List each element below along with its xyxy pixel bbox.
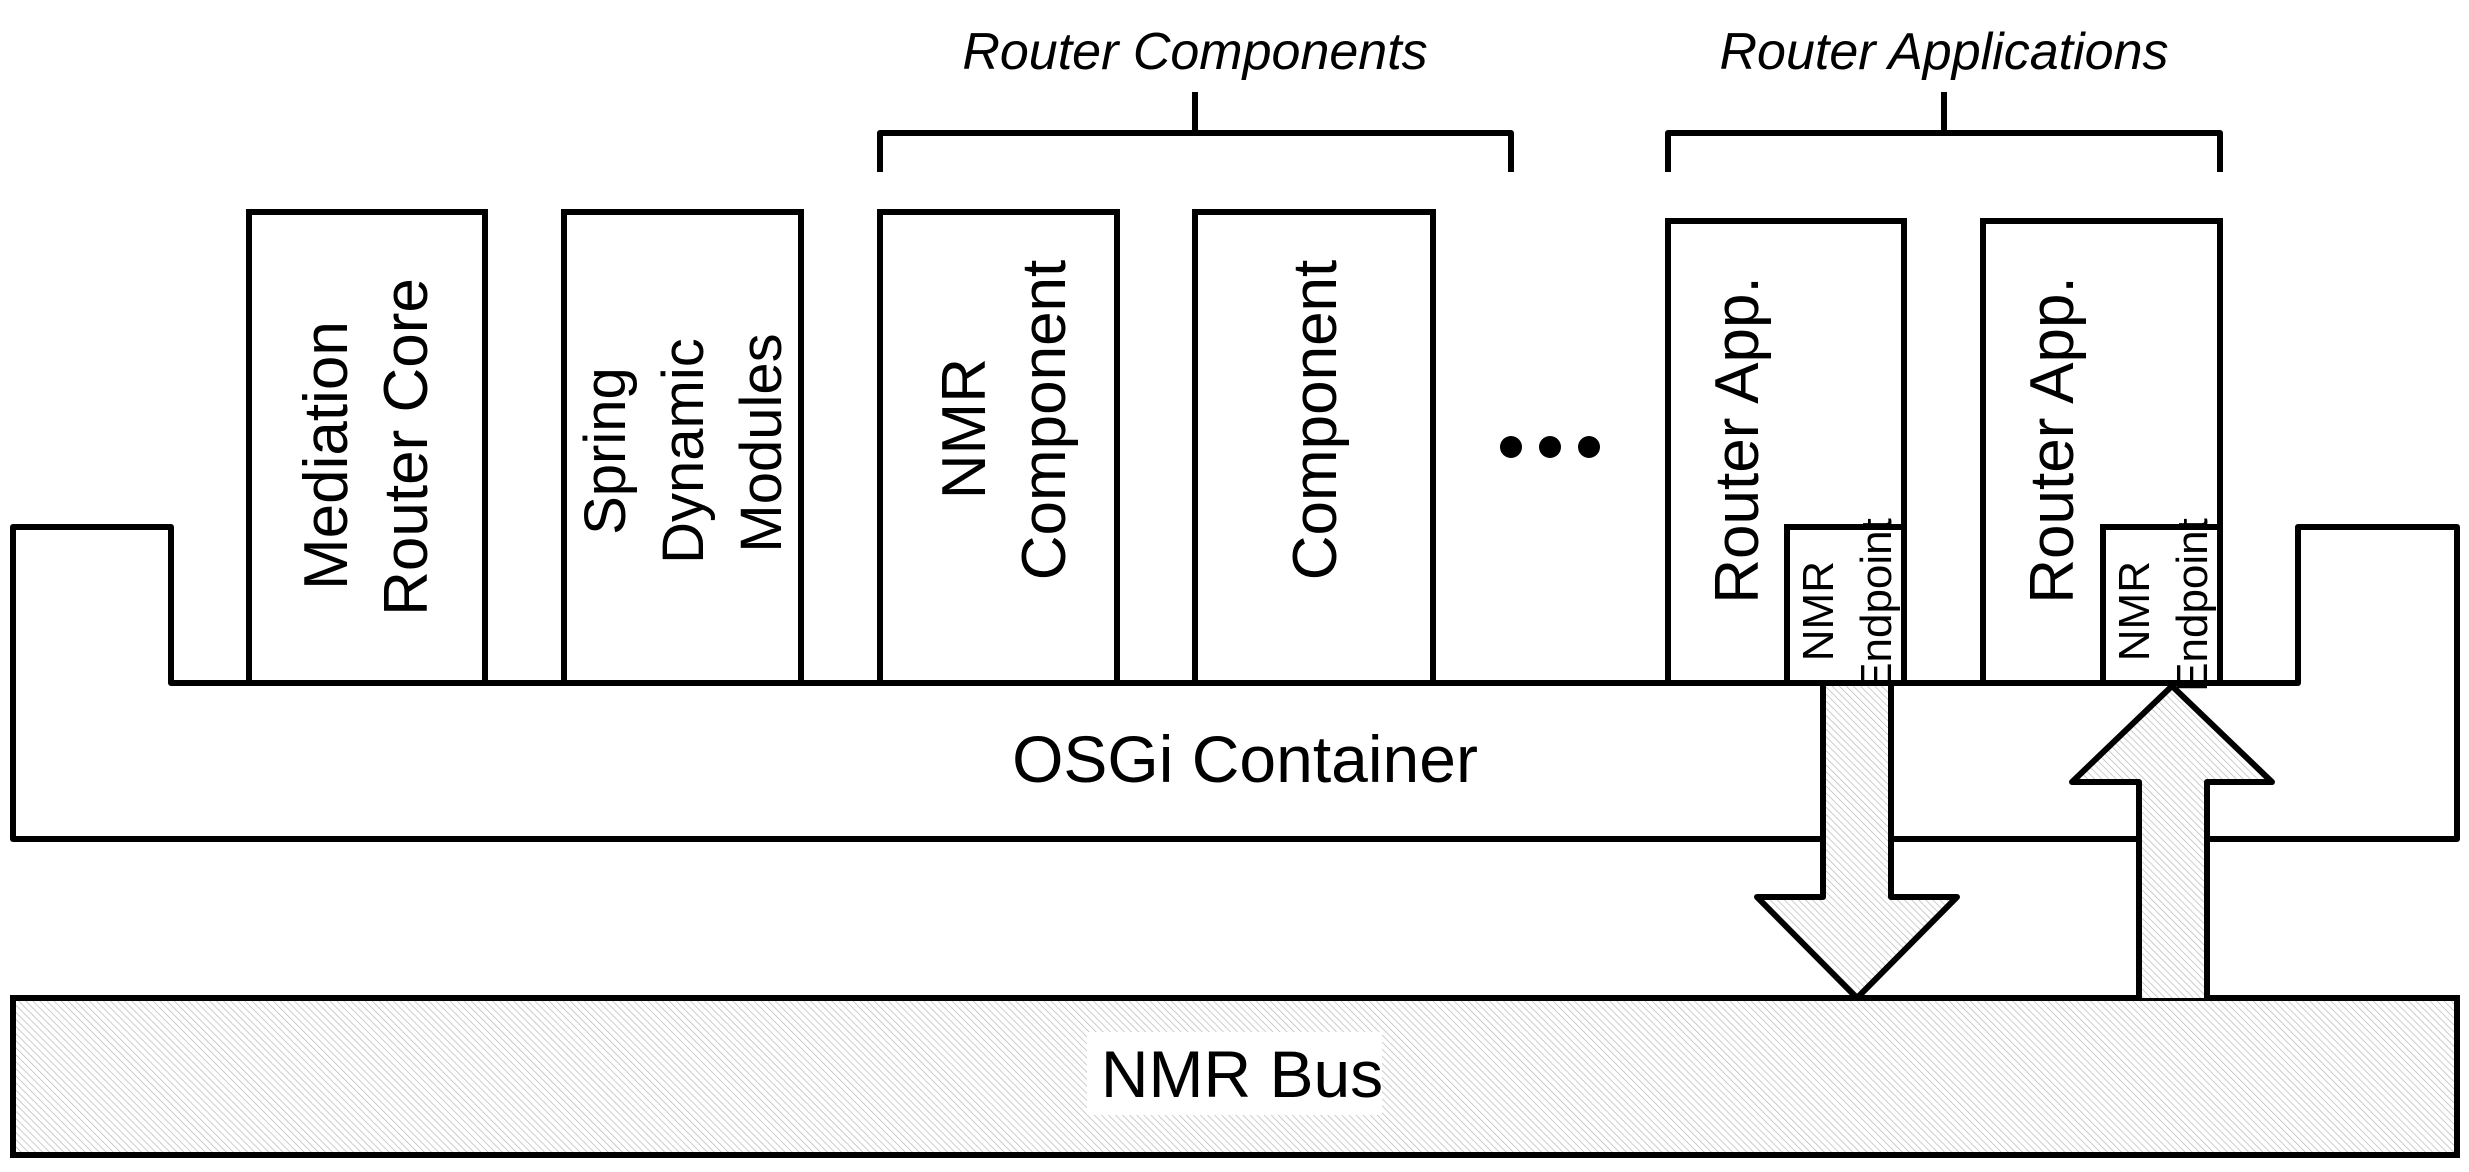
svg-text:NMR Component: NMR Component (930, 260, 1079, 581)
router-app-1-nmr-endpoint: NMR Endpoint (1784, 518, 1907, 692)
svg-text:Spring Dynamic Mod: Spring Dynamic Modules (573, 322, 794, 564)
router-app-2-label: Router App. (2018, 276, 2087, 603)
router-components-bracket (877, 92, 1514, 172)
svg-text:Component: Component (1281, 260, 1350, 581)
router-app-1-box: Router App. NMR Endpoint (1665, 218, 1907, 692)
router-applications-label: Router Applications (1720, 23, 2169, 81)
endpoint-1-line-1: NMR (1794, 561, 1843, 661)
mediation-router-core-box: Mediation Router Core (246, 209, 488, 686)
nmr-bus-label: NMR Bus (1101, 1037, 1383, 1111)
nmr-bus: NMR Bus (10, 995, 2460, 1158)
router-app-1-label: Router App. (1703, 276, 1772, 603)
nmr-component-line-2: Component (1010, 260, 1079, 581)
router-applications-bracket (1665, 92, 2223, 172)
spring-line-2: Dynamic (651, 338, 716, 564)
endpoint-1-line-2: Endpoint (1852, 518, 1901, 692)
endpoint-2-line-2: Endpoint (2168, 518, 2217, 692)
down-arrow-icon (1754, 686, 1960, 1001)
spring-line-3: Modules (729, 333, 794, 552)
ellipsis-icon (1500, 436, 1600, 458)
osgi-container-label: OSGi Container (1012, 722, 1478, 796)
spring-dynamic-modules-box: Spring Dynamic Modules (561, 209, 804, 686)
svg-text:NMR Endpoint: NMR Endpoint (2110, 518, 2217, 692)
svg-text:NMR Endpoint: NMR Endpoint (1794, 518, 1901, 692)
nmr-component-line-1: NMR (930, 358, 999, 499)
component-line-1: Component (1281, 260, 1350, 581)
mediation-line-1: Mediation (292, 321, 361, 590)
component-box: Component (1192, 209, 1436, 686)
up-arrow-icon (2069, 683, 2275, 998)
nmr-bus-label-background (1087, 1032, 1382, 1115)
router-app-2-nmr-endpoint: NMR Endpoint (2100, 518, 2223, 692)
endpoint-2-line-1: NMR (2110, 561, 2159, 661)
router-app-2-box: Router App. NMR Endpoint (1980, 218, 2223, 692)
svg-text:Mediation Router Core: Mediation Router Core (292, 278, 441, 616)
mediation-line-2: Router Core (372, 278, 441, 616)
spring-line-1: Spring (573, 367, 638, 535)
router-components-label: Router Components (962, 23, 1427, 81)
nmr-component-box: NMR Component (877, 209, 1120, 686)
